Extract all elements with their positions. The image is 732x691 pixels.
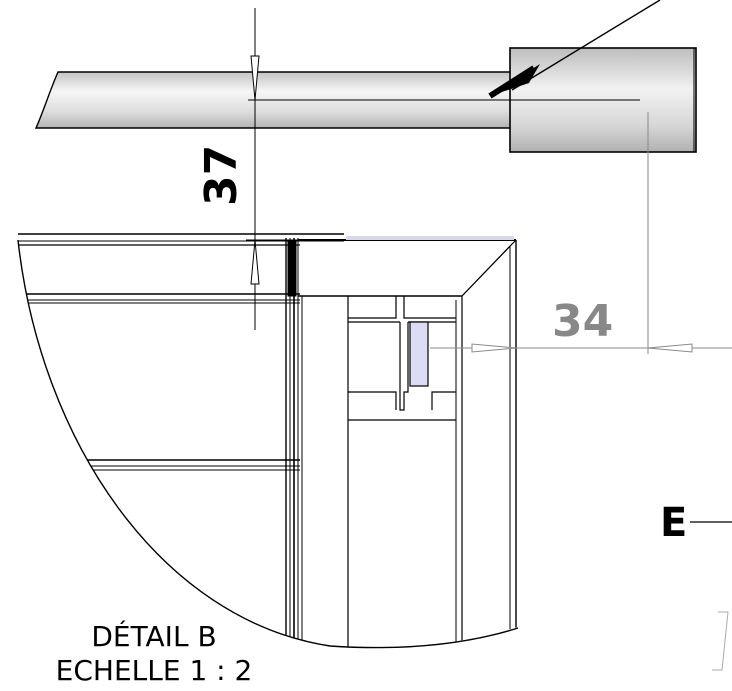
top-gasket — [346, 236, 514, 240]
dim-arrow-left-icon — [647, 343, 693, 353]
dim-34-text: 34 — [552, 296, 613, 347]
dimension-34 — [430, 112, 732, 354]
highlight-insert — [409, 321, 429, 387]
section-label: E — [660, 500, 687, 546]
detail-view — [18, 233, 517, 648]
slot-profile — [348, 296, 456, 421]
detail-title: DÉTAIL B — [91, 619, 216, 653]
dim-37-text: 37 — [196, 145, 247, 206]
leader-arrow — [488, 0, 661, 99]
dim-arrow-up-icon — [250, 239, 260, 285]
section-marker: E — [660, 500, 732, 546]
partial-mark — [712, 611, 729, 671]
dim-arrow-down-icon — [250, 55, 260, 101]
dim-arrow-right-icon — [471, 343, 517, 353]
detail-scale: ECHELLE 1 : 2 — [56, 654, 253, 687]
detail-boundary — [17, 239, 519, 649]
shaft — [34, 47, 697, 153]
corner-bevel — [298, 239, 517, 648]
vertical-profile — [285, 238, 349, 648]
dimension-37 — [246, 8, 300, 330]
